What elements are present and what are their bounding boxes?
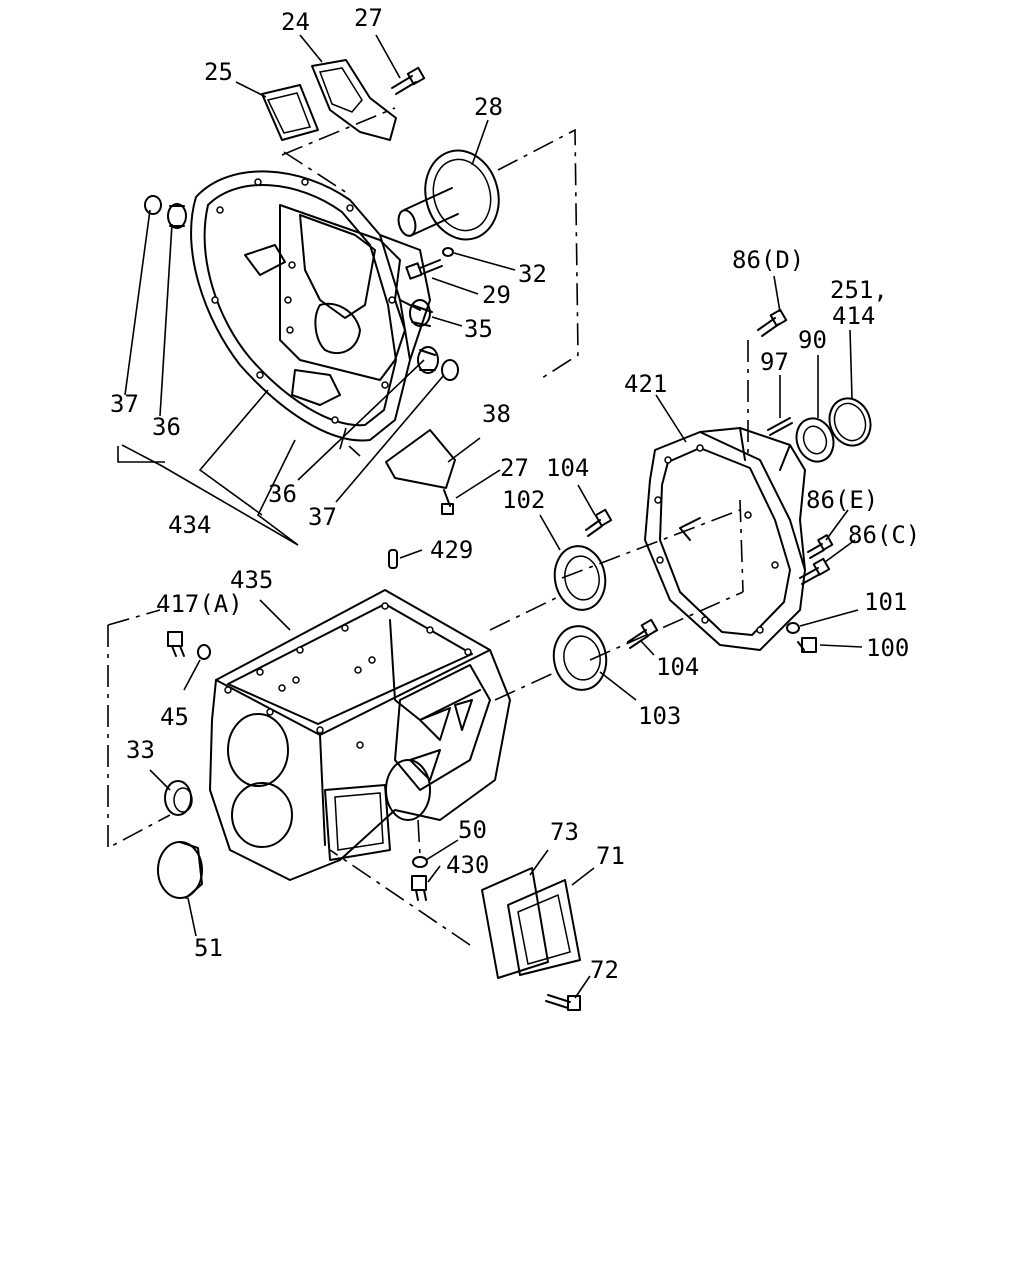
- callout-251: 251,: [830, 276, 888, 304]
- callout-27-lower: 27: [500, 454, 529, 482]
- callout-45: 45: [160, 703, 189, 731]
- callout-72: 72: [590, 956, 619, 984]
- part-73-gasket: [481, 867, 549, 979]
- callout-28: 28: [474, 93, 503, 121]
- callout-71: 71: [596, 842, 625, 870]
- callout-90: 90: [798, 326, 827, 354]
- callout-100: 100: [866, 634, 909, 662]
- part-29-bolt: [405, 259, 443, 280]
- callout-104-lower: 104: [656, 653, 699, 681]
- callout-36-lower: 36: [268, 480, 297, 508]
- leader-lines: [117, 34, 863, 999]
- part-36-bushing-lower: [417, 346, 439, 374]
- callout-86e: 86(E): [806, 486, 878, 514]
- callout-414: 414: [832, 302, 875, 330]
- assembly-lines: [107, 107, 749, 946]
- callout-97: 97: [760, 348, 789, 376]
- part-38-cover-plate: [385, 429, 456, 489]
- part-28-bearing-retainer: [397, 149, 500, 241]
- callout-33: 33: [126, 736, 155, 764]
- callout-29: 29: [482, 281, 511, 309]
- callout-38: 38: [482, 400, 511, 428]
- callout-37-lower: 37: [308, 503, 337, 531]
- callout-417a: 417(A): [156, 590, 243, 618]
- callout-430: 430: [446, 851, 489, 879]
- part-100-plug: [797, 637, 817, 653]
- callout-435: 435: [230, 566, 273, 594]
- callout-429: 429: [430, 536, 473, 564]
- part-51-cap: [157, 841, 203, 899]
- part-97-stud: [767, 417, 793, 436]
- part-50-gasket: [412, 856, 428, 868]
- part-71-side-cover: [507, 879, 581, 976]
- part-27-bolt-lower: [441, 489, 454, 515]
- callout-104: 104: [546, 454, 589, 482]
- part-103-seal-retainer: [552, 625, 608, 691]
- part-33-oil-seal: [164, 780, 193, 816]
- part-86e-bolt: [807, 534, 834, 559]
- part-27-bolt-top: [391, 66, 426, 95]
- callout-86c: 86(C): [848, 521, 920, 549]
- part-101-washer: [786, 622, 800, 634]
- part-429-dowel-pin: [388, 549, 398, 569]
- callout-37: 37: [110, 390, 139, 418]
- part-24-cover: [311, 59, 397, 141]
- part-72-bolt: [545, 994, 581, 1011]
- part-86d-bolt: [757, 308, 788, 337]
- callout-51: 51: [194, 934, 223, 962]
- part-435-transmission-case: [209, 589, 511, 881]
- part-37-seal-upper: [144, 195, 162, 215]
- part-251-414-snap-ring: [828, 397, 872, 447]
- callout-434: 434: [168, 511, 211, 539]
- part-35-plug: [409, 299, 433, 327]
- part-430-drain-plug: [411, 875, 427, 901]
- callout-421: 421: [624, 370, 667, 398]
- part-86c-bolt: [799, 557, 831, 585]
- part-102-seal-retainer: [553, 545, 607, 611]
- callout-25: 25: [204, 58, 233, 86]
- part-417a-plug: [167, 631, 185, 657]
- part-37-seal-lower: [441, 359, 459, 381]
- callout-24: 24: [281, 8, 310, 36]
- part-32-o-ring: [442, 247, 454, 257]
- part-421-rear-housing: [644, 427, 806, 651]
- part-434-bell-housing: [190, 170, 431, 442]
- part-36-bushing-upper: [167, 203, 187, 229]
- part-90-bearing: [795, 417, 835, 463]
- callout-35: 35: [464, 315, 493, 343]
- callout-73: 73: [550, 818, 579, 846]
- callout-27: 27: [354, 4, 383, 32]
- part-25-gasket-plate: [261, 84, 319, 141]
- callout-101: 101: [864, 588, 907, 616]
- callout-32: 32: [518, 260, 547, 288]
- part-45-washer: [197, 644, 211, 660]
- part-104-bolt-upper: [585, 508, 613, 537]
- callout-103: 103: [638, 702, 681, 730]
- callout-50: 50: [458, 816, 487, 844]
- part-104-bolt-lower: [627, 618, 659, 649]
- callout-86d: 86(D): [732, 246, 804, 274]
- callout-36: 36: [152, 413, 181, 441]
- callout-labels: 24 27 25 28 32 29 35 37 36 38 27 36 37 4…: [110, 4, 920, 984]
- callout-102: 102: [502, 486, 545, 514]
